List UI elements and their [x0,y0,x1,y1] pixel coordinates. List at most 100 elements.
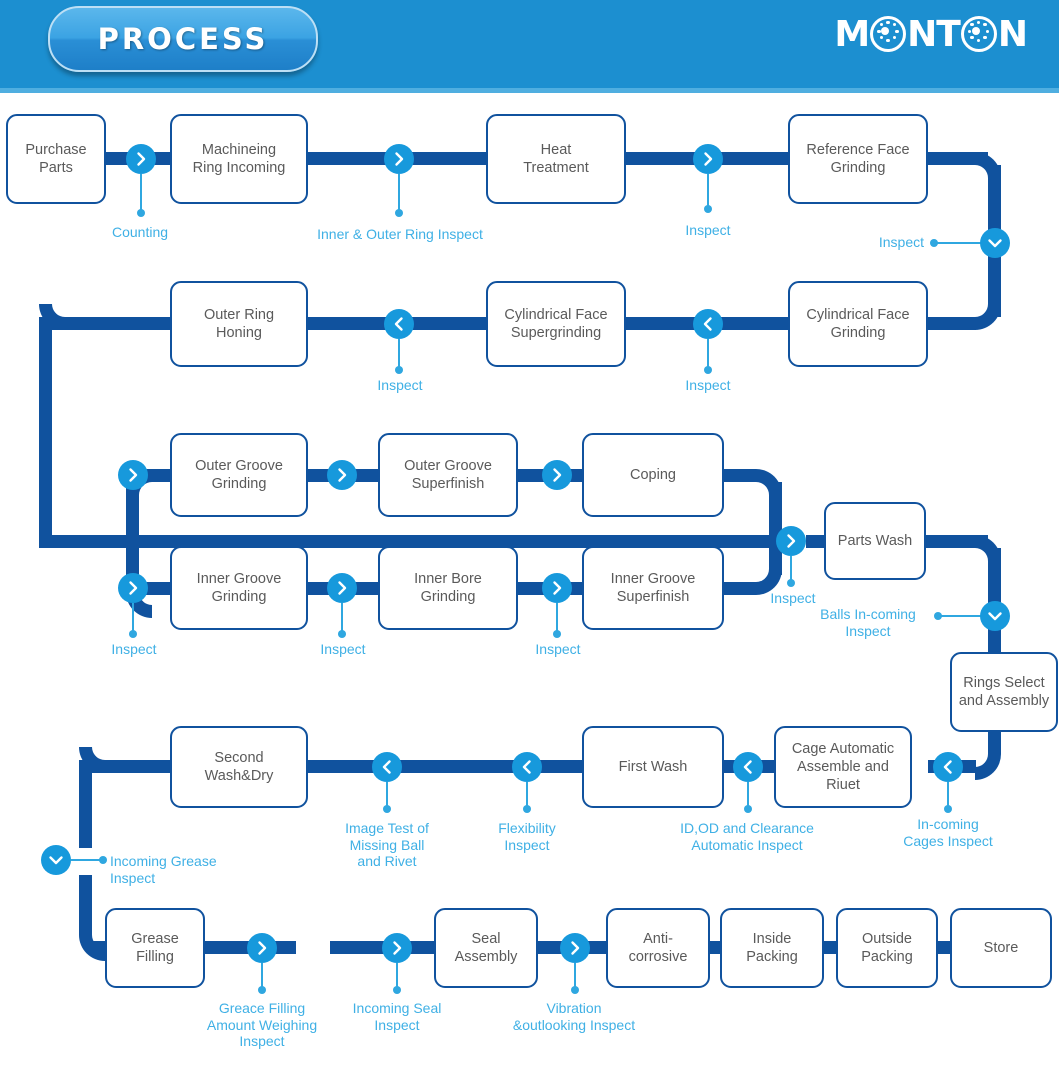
chevron-right-icon-vibration-outlooking[interactable] [560,933,590,963]
dot-inspect-og1 [129,630,137,638]
chevron-left-icon-inspect-honing[interactable] [384,309,414,339]
caption-inspect-cyl-super: Inspect [685,377,731,393]
dot-incoming-seal [393,986,401,994]
chevron-right-icon-outer-groove-in[interactable] [118,460,148,490]
chevron-right-icon-inner-superfinish-in[interactable] [542,573,572,603]
dot-inspect-heat [704,205,712,213]
chevron-down-icon-inspect-ref-face[interactable] [980,228,1010,258]
chevron-right-icon-inner-groove-in[interactable] [118,573,148,603]
node-coping[interactable]: Coping [582,433,724,517]
chevron-left-icon-inspect-cyl-grind[interactable] [693,309,723,339]
chevron-right-icon-inspect-heat[interactable] [693,144,723,174]
stem-inspect-heat [707,174,709,208]
connector-rings-out-down [988,732,1001,754]
header-underline [0,88,1059,93]
dot-image-test [383,805,391,813]
stem-inspect-og2 [341,603,343,633]
stem-inspect-og1 [132,603,134,633]
elbow-r2-right [975,304,1001,330]
caption-inspect-heat: Inspect [685,222,731,238]
caption-inspect-parts-wash: Inspect [770,590,816,606]
chevron-down-icon-incoming-grease[interactable] [41,845,71,875]
chevron-right-icon-inner-outer-ring[interactable] [384,144,414,174]
caption-counting: Counting [111,224,169,240]
node-parts-wash[interactable]: Parts Wash [824,502,926,580]
stem-counting [140,174,142,212]
stem-flexibility [526,782,528,808]
connector-r5-down [79,875,92,935]
connector-r2-down [39,317,52,535]
stem-incoming-cages [947,782,949,808]
chevron-right-icon-greace-filling-weighing[interactable] [247,933,277,963]
connector-r3u-down [769,482,782,535]
chevron-left-icon-incoming-cages[interactable] [933,752,963,782]
stem-inspect-parts-wash [790,556,792,582]
brand-letters-nt: NT [907,13,961,55]
bearing-icon-2 [960,16,997,52]
chevron-left-icon-flexibility[interactable] [512,752,542,782]
dot-vibration-outlooking [571,986,579,994]
stem-incoming-seal [396,963,398,989]
chevron-right-icon-outer-groove-mid[interactable] [327,460,357,490]
dot-inspect-cyl-grind [704,366,712,374]
caption-inspect-inner-groove-superfinish: Inspect [535,641,581,657]
stem-id-od-clearance [747,782,749,808]
stem-image-test [386,782,388,808]
node-store[interactable]: Store [950,908,1052,988]
chevron-left-icon-image-test[interactable] [372,752,402,782]
brand-letter-m: M [834,13,870,55]
stem-balls-incoming [940,615,982,617]
chevron-right-icon-inner-bore-in[interactable] [327,573,357,603]
connector-parts-wash-out [918,535,988,548]
caption-inspect-inner-groove-grinding: Inspect [111,641,157,657]
node-first-wash[interactable]: First Wash [582,726,724,808]
chevron-left-icon-id-od-clearance[interactable] [733,752,763,782]
connector-r4-d [300,760,512,773]
connector-r4-down [79,760,92,848]
caption-inspect-ref-face: Inspect [878,234,924,250]
stem-inner-outer-ring [398,174,400,212]
brand-logo: M NT N [834,12,1028,56]
chevron-right-icon-coping-in[interactable] [542,460,572,490]
chevron-down-icon-balls-incoming[interactable] [980,601,1010,631]
dot-balls-incoming [934,612,942,620]
dot-incoming-grease [99,856,107,864]
dot-incoming-cages [944,805,952,813]
brand-letter-n: N [997,13,1028,55]
node-anti-corrosive[interactable]: Anti-corrosive [606,908,710,988]
brand-logo-text: M NT N [834,13,1028,55]
connector-r3-trunk [39,535,785,548]
chevron-right-icon-parts-wash-in[interactable] [776,526,806,556]
chevron-right-icon-counting[interactable] [126,144,156,174]
chevron-right-icon-incoming-seal[interactable] [382,933,412,963]
dot-greace-filling [258,986,266,994]
stem-greace-filling [261,963,263,989]
